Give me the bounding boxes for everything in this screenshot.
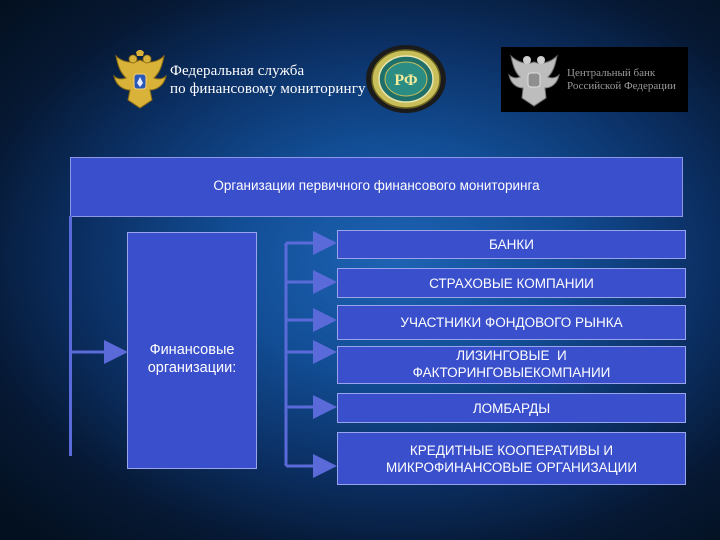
financial-organizations-box xyxy=(127,232,257,469)
item-insurance: СТРАХОВЫЕ КОМПАНИИ xyxy=(337,268,686,298)
item-credit-coops: КРЕДИТНЫЕ КООПЕРАТИВЫ И МИКРОФИНАНСОВЫЕ … xyxy=(337,432,686,485)
cbr-eagle-emblem-icon xyxy=(508,54,560,107)
item-credit-coops-line2: МИКРОФИНАНСОВЫЕ ОРГАНИЗАЦИИ xyxy=(385,459,638,475)
item-leasing-line2: ФАКТОРИНГОВЫЕКОМПАНИИ xyxy=(412,365,611,380)
logo-band: Федеральная служба по финансовому монито… xyxy=(0,0,720,130)
item-banks: БАНКИ xyxy=(337,230,686,259)
primary-monitoring-box xyxy=(70,157,683,217)
item-credit-coops-line1: КРЕДИТНЫЕ КООПЕРАТИВЫ И xyxy=(409,442,614,458)
item-banks-label: БАНКИ xyxy=(489,237,534,252)
item-securities: УЧАСТНИКИ ФОНДОВОГО РЫНКА xyxy=(337,305,686,340)
item-pawnshops-label: ЛОМБАРДЫ xyxy=(472,400,551,416)
item-pawnshops: ЛОМБАРДЫ xyxy=(337,393,686,423)
cbr-name-line1: Центральный банк xyxy=(567,67,656,79)
fsfm-eagle-emblem-icon xyxy=(113,50,167,109)
primary-monitoring-title: Организации первичного финансового монит… xyxy=(213,178,540,193)
left-vertical-connector xyxy=(69,216,72,456)
cbr-name-line2: Российской Федерации xyxy=(567,80,676,92)
seal-emblem-icon: РФ xyxy=(366,45,446,113)
cbr-logo: Центральный банк Российской Федерации xyxy=(501,47,688,112)
fsfm-name-line2: по финансовому мониторингу xyxy=(170,81,366,97)
item-leasing-line1: ЛИЗИНГОВЫЕ И xyxy=(456,348,567,363)
item-leasing: ЛИЗИНГОВЫЕ И ФАКТОРИНГОВЫЕКОМПАНИИ xyxy=(337,346,686,384)
fsfm-name-line1: Федеральная служба xyxy=(170,63,305,79)
item-securities-label: УЧАСТНИКИ ФОНДОВОГО РЫНКА xyxy=(400,315,623,330)
seal-text: РФ xyxy=(394,72,418,89)
item-insurance-label: СТРАХОВЫЕ КОМПАНИИ xyxy=(429,275,594,291)
financial-organizations-label: Финансовые организации: xyxy=(147,342,237,376)
cbr-name: Центральный банк Российской Федерации xyxy=(567,67,676,93)
fsfm-name: Федеральная служба по финансовому монито… xyxy=(170,62,366,98)
